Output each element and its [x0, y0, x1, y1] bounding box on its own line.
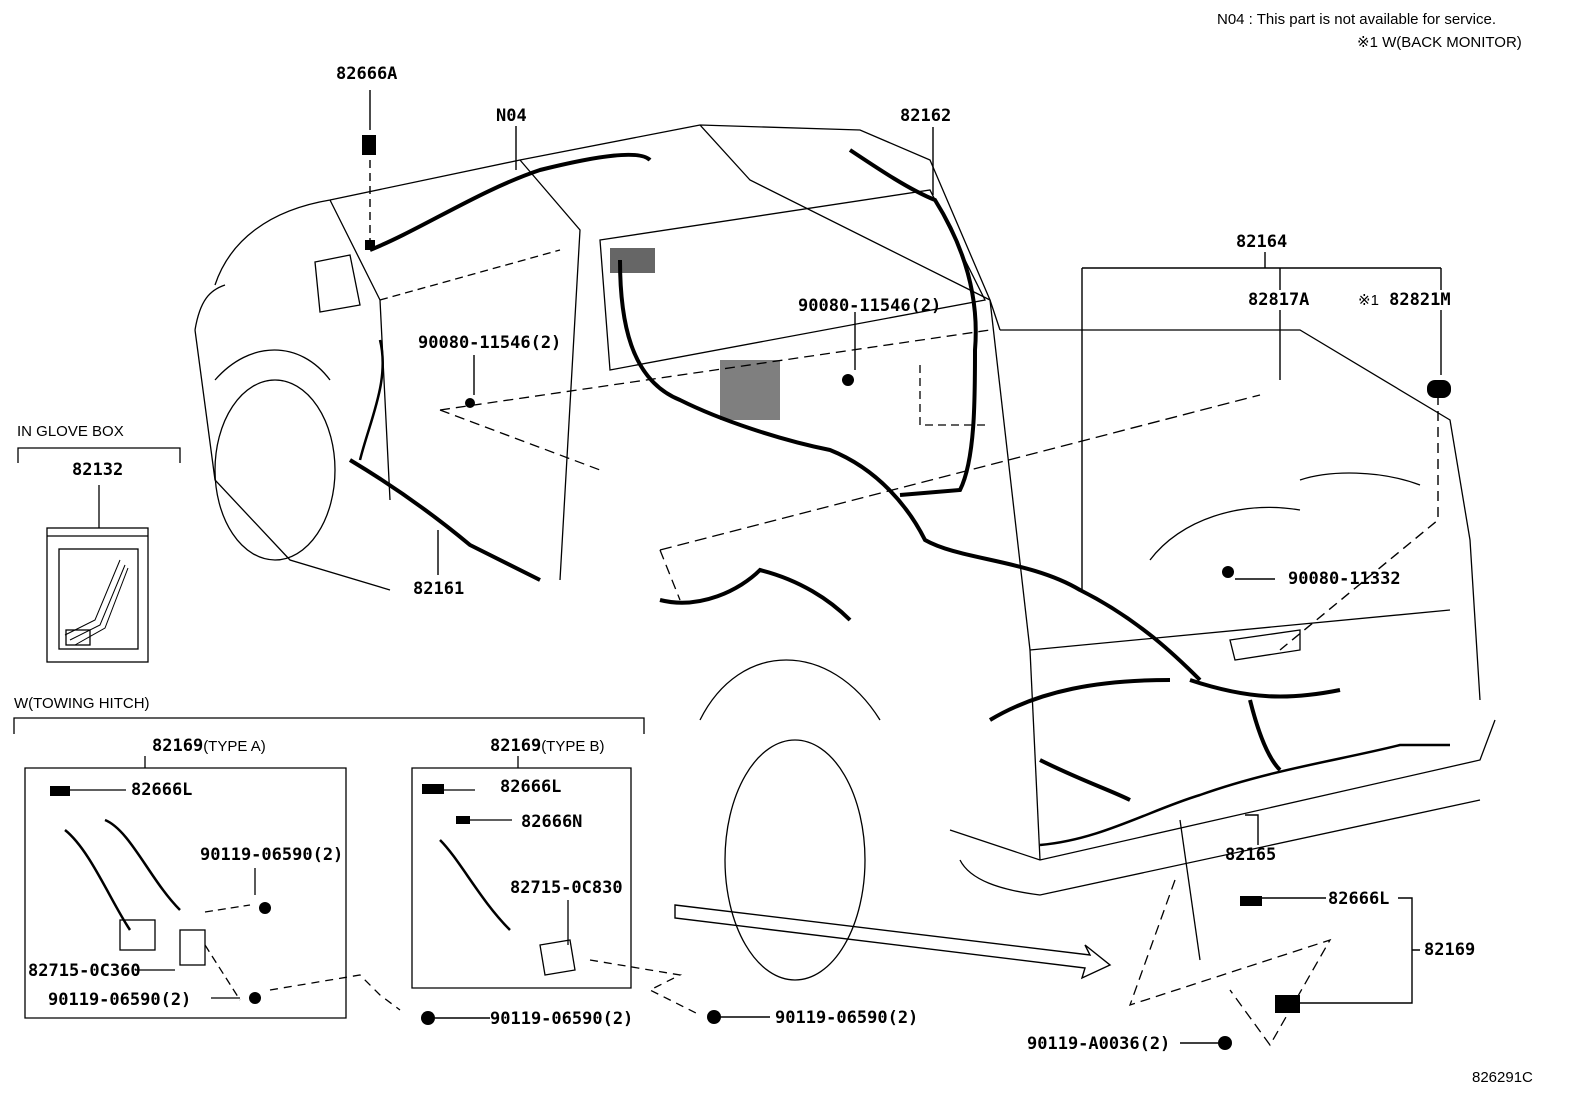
truck-outline: [194, 124, 1496, 1047]
harness-wires: [348, 148, 1341, 802]
harness-side: [659, 567, 852, 622]
harness-n04: [369, 152, 652, 252]
type-b-tag: (TYPE B): [541, 738, 605, 755]
harness-82165: [1189, 678, 1341, 772]
part-label-82666L-rear[interactable]: 82666L: [1328, 889, 1390, 909]
harness-rear-left: [988, 678, 1171, 722]
back-monitor-note: ※1 W(BACK MONITOR): [1357, 34, 1522, 51]
glove-box-title: IN GLOVE BOX: [17, 423, 124, 440]
harness-bumper: [358, 339, 1450, 847]
part-label-90080-11546-right[interactable]: 90080-11546(2): [798, 296, 942, 316]
part-label-90080-11332[interactable]: 90080-11332: [1288, 569, 1401, 589]
part-label-82666L-type-b[interactable]: 82666L: [500, 777, 562, 797]
leader-lines: [369, 90, 1442, 1044]
part-number-82169-type-b: 82169: [490, 736, 542, 756]
towing-hitch-insets: [13, 717, 645, 1019]
part-number-82169-type-a: 82169: [152, 736, 204, 756]
part-label-82169-type-b[interactable]: 82169(TYPE B): [490, 736, 605, 756]
part-label-82164[interactable]: 82164: [1236, 232, 1288, 252]
part-number-82821M: 82821M: [1389, 290, 1451, 310]
part-label-90119-06590-type-a-lower[interactable]: 90119-06590(2): [48, 990, 192, 1010]
part-label-82161[interactable]: 82161: [413, 579, 465, 599]
part-label-90119-A0036[interactable]: 90119-A0036(2): [1027, 1034, 1171, 1054]
part-label-90119-06590-type-a-upper[interactable]: 90119-06590(2): [200, 845, 344, 865]
part-label-82715-0C830[interactable]: 82715-0C830: [510, 878, 623, 898]
part-label-90119-06590-bottom-a[interactable]: 90119-06590(2): [490, 1009, 634, 1029]
part-label-82169-rear[interactable]: 82169: [1424, 940, 1476, 960]
part-label-N04[interactable]: N04: [496, 106, 527, 126]
towing-hitch-title: W(TOWING HITCH): [14, 695, 150, 712]
part-label-82666A[interactable]: 82666A: [336, 64, 398, 84]
part-label-90080-11546-left[interactable]: 90080-11546(2): [418, 333, 562, 353]
part-label-82821M[interactable]: ※1 82821M: [1358, 290, 1451, 310]
part-label-82132[interactable]: 82132: [72, 460, 124, 480]
part-label-82666N[interactable]: 82666N: [521, 812, 583, 832]
harness-82161: [348, 458, 541, 582]
glove-box-inset: [17, 447, 181, 663]
harness-82162: [848, 148, 978, 497]
part-label-82715-0C360[interactable]: 82715-0C360: [28, 961, 141, 981]
part-label-82817A[interactable]: 82817A: [1248, 290, 1310, 310]
connectors: [50, 135, 1451, 1050]
part-label-82666L-type-a[interactable]: 82666L: [131, 780, 193, 800]
n04-note: N04 : This part is not available for ser…: [1217, 11, 1497, 28]
part-label-82165[interactable]: 82165: [1225, 845, 1277, 865]
part-label-82169-type-a[interactable]: 82169(TYPE A): [152, 736, 266, 756]
harness-rear-branch: [1039, 758, 1131, 802]
type-a-tag: (TYPE A): [203, 738, 266, 755]
back-monitor-mark: ※1: [1358, 292, 1379, 309]
harness-82164-main: [618, 259, 1202, 682]
illustration-id: 826291C: [1472, 1069, 1533, 1086]
part-label-82162[interactable]: 82162: [900, 106, 952, 126]
part-label-90119-06590-bottom-b[interactable]: 90119-06590(2): [775, 1008, 919, 1028]
